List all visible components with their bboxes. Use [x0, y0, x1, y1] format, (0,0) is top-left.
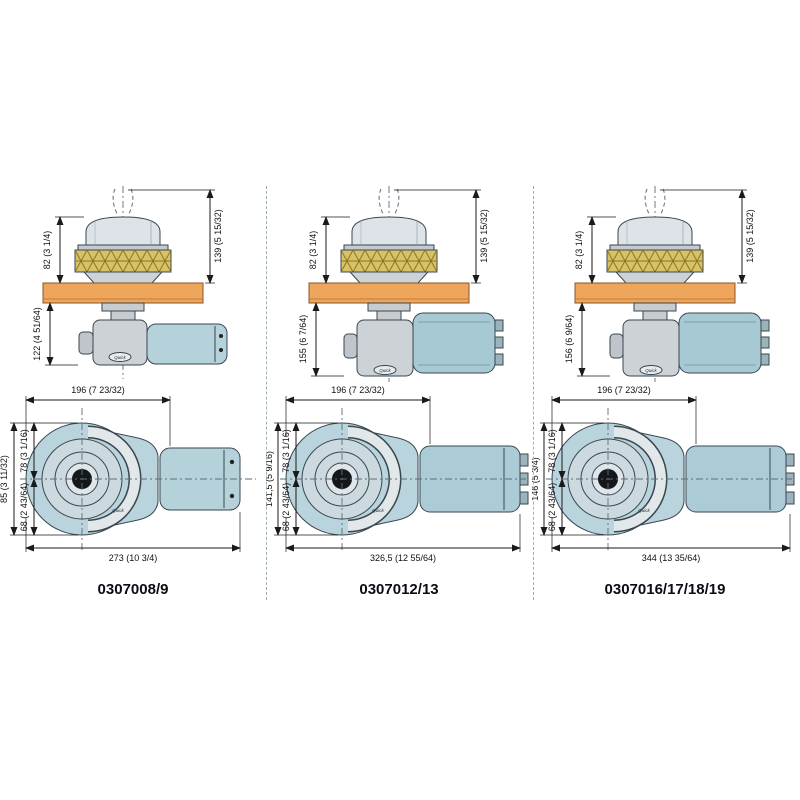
dim-overall-length: 326,5 (12 55/64)	[285, 514, 521, 563]
windlass-side-view	[43, 186, 227, 379]
dim-overall-width: 141,5 (5 9/16)	[266, 422, 290, 536]
dim-overall-height: 139 (5 15/32)	[128, 189, 223, 284]
model-column-0307012: 139 (5 15/32) 82 (3 1/4) 155 (6 7/64)	[266, 178, 532, 598]
dim-center-to-top: 78 (3 1/16)	[547, 422, 604, 480]
model-column-0307016: 139 (5 15/32) 82 (3 1/4) 156 (6 9/64)	[532, 178, 798, 598]
dim-height-above-deck: 82 (3 1/4)	[574, 216, 616, 284]
dim-casing-width: 196 (7 23/32)	[25, 385, 171, 446]
model-columns: 139 (5 15/32) 82 (3 1/4) 122 (4 51/64)	[0, 178, 800, 598]
dim-height-above-deck: 82 (3 1/4)	[42, 216, 84, 284]
dim-depth-below-deck: 122 (4 51/64)	[32, 302, 78, 366]
dim-height-above-deck: 82 (3 1/4)	[308, 216, 350, 284]
column-drawing-area: 139 (5 15/32) 82 (3 1/4) 155 (6 7/64)	[266, 178, 532, 563]
dim-label-height-above-deck: 82 (3 1/4)	[308, 231, 318, 270]
dim-depth-below-deck: 156 (6 9/64)	[564, 302, 610, 377]
windlass-top-view	[546, 408, 794, 552]
dim-label-overall-height: 139 (5 15/32)	[213, 209, 223, 263]
dim-label-casing-width: 196 (7 23/32)	[71, 385, 125, 395]
dim-label-overall-width: 85 (3 11/32)	[0, 455, 9, 503]
dim-overall-width: 146 (5 3/4)	[532, 422, 556, 536]
dim-label-overall-length: 326,5 (12 55/64)	[370, 553, 436, 563]
dim-label-height-above-deck: 82 (3 1/4)	[574, 231, 584, 270]
dim-label-overall-length: 344 (13 35/64)	[642, 553, 701, 563]
dim-label-overall-height: 139 (5 15/32)	[745, 209, 755, 263]
dim-label-casing-width: 196 (7 23/32)	[597, 385, 651, 395]
windlass-side-view	[575, 186, 769, 382]
windlass-top-view	[280, 408, 528, 552]
column-drawing-area: 139 (5 15/32) 82 (3 1/4) 122 (4 51/64)	[0, 178, 266, 563]
model-number: 0307016/17/18/19	[604, 581, 726, 598]
model-number: 0307012/13	[359, 581, 439, 598]
dim-overall-width: 85 (3 11/32)	[0, 422, 28, 536]
dim-label-center-to-top: 78 (3 1/16)	[547, 429, 557, 473]
dim-label-overall-width: 141,5 (5 9/16)	[266, 451, 274, 507]
dim-center-to-bottom: 68 (2 43/64)	[281, 478, 338, 536]
dim-overall-length: 344 (13 35/64)	[551, 514, 791, 563]
dim-label-height-above-deck: 82 (3 1/4)	[42, 231, 52, 270]
dim-depth-below-deck: 155 (6 7/64)	[298, 302, 344, 377]
dim-label-overall-height: 139 (5 15/32)	[479, 209, 489, 263]
dim-overall-height: 139 (5 15/32)	[394, 189, 489, 284]
dim-label-center-to-top: 78 (3 1/16)	[19, 429, 29, 473]
column-separator	[266, 186, 267, 600]
dim-center-to-top: 78 (3 1/16)	[281, 422, 338, 480]
model-column-0307008: 139 (5 15/32) 82 (3 1/4) 122 (4 51/64)	[0, 178, 266, 598]
dim-overall-length: 273 (10 3/4)	[25, 512, 241, 563]
dim-center-to-top: 78 (3 1/16)	[19, 422, 78, 480]
dim-label-center-to-bottom: 68 (2 43/64)	[281, 483, 291, 532]
windlass-top-view	[20, 408, 256, 552]
column-drawing-area: 139 (5 15/32) 82 (3 1/4) 156 (6 9/64)	[532, 178, 798, 563]
dim-label-overall-width: 146 (5 3/4)	[532, 457, 540, 501]
dim-label-center-to-bottom: 68 (2 43/64)	[19, 483, 29, 532]
dim-overall-height: 139 (5 15/32)	[660, 189, 755, 284]
dim-label-center-to-top: 78 (3 1/16)	[281, 429, 291, 473]
dim-casing-width: 196 (7 23/32)	[551, 385, 697, 444]
dim-label-casing-width: 196 (7 23/32)	[331, 385, 385, 395]
dim-casing-width: 196 (7 23/32)	[285, 385, 431, 444]
dim-label-depth-below-deck: 122 (4 51/64)	[32, 307, 42, 361]
dim-center-to-bottom: 68 (2 43/64)	[547, 478, 604, 536]
model-number: 0307008/9	[97, 581, 169, 598]
dim-label-center-to-bottom: 68 (2 43/64)	[547, 483, 557, 532]
windlass-side-view	[309, 186, 503, 382]
dim-label-depth-below-deck: 155 (6 7/64)	[298, 315, 308, 364]
dim-label-depth-below-deck: 156 (6 9/64)	[564, 315, 574, 364]
dim-label-overall-length: 273 (10 3/4)	[109, 553, 158, 563]
dim-center-to-bottom: 68 (2 43/64)	[19, 478, 78, 536]
column-separator	[533, 186, 534, 600]
